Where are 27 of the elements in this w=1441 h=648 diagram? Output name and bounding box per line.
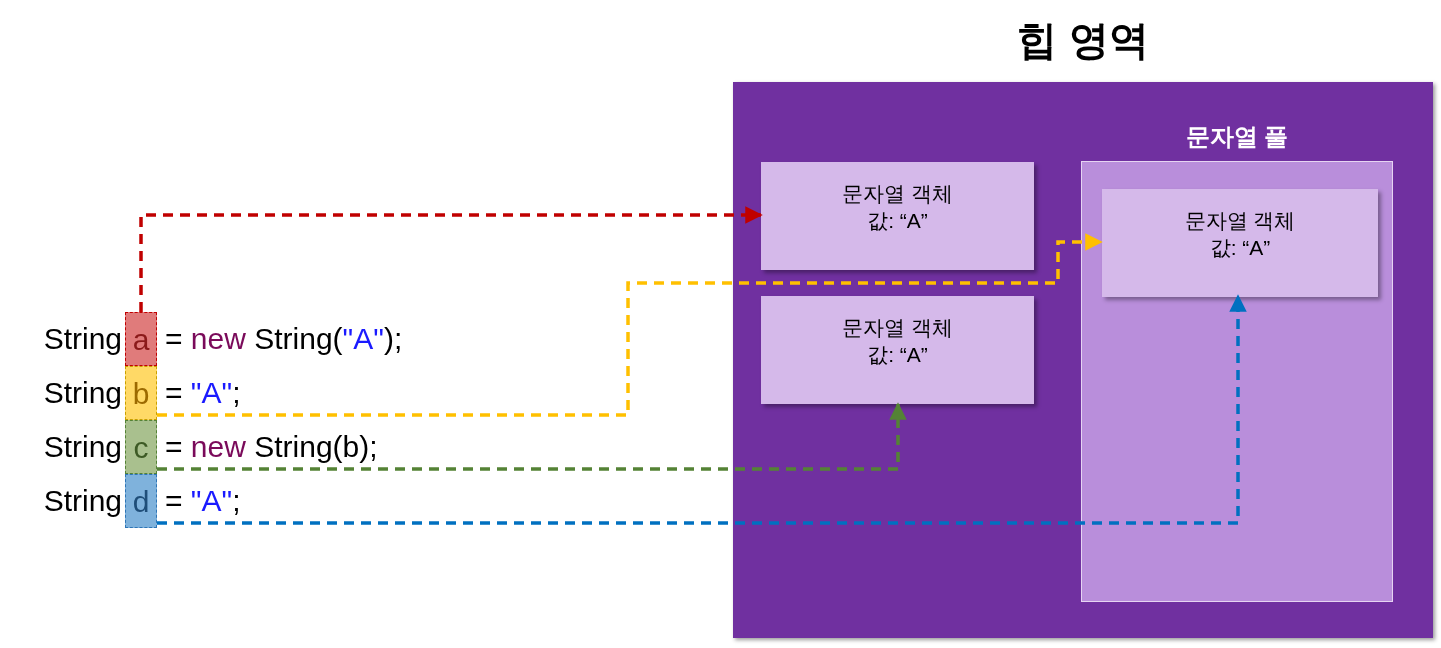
code-text: = "A"; (165, 483, 241, 519)
dashed-arrow (157, 402, 907, 471)
dashed-arrow (139, 206, 763, 312)
object-box (761, 296, 1034, 404)
object-value: 값: “A” (1209, 235, 1271, 261)
variable-highlight: b (125, 366, 157, 420)
dashed-arrow (157, 233, 1103, 417)
object-title: 문자열 객체 (842, 315, 953, 341)
variable-highlight: c (125, 420, 157, 474)
object-value: 값: “A” (867, 208, 928, 234)
code-type: String (42, 375, 122, 411)
code-type: String (42, 429, 122, 465)
object-box (1102, 189, 1378, 297)
area-heading: 문자열 풀 (1184, 122, 1290, 152)
object-value: 값: “A” (867, 342, 928, 368)
object-title: 문자열 객체 (842, 181, 953, 207)
code-type: String (42, 483, 122, 519)
code-text: = new String(b); (165, 429, 378, 465)
object-title: 문자열 객체 (1184, 208, 1296, 234)
variable-highlight: d (125, 474, 157, 528)
code-text: = new String("A"); (165, 321, 403, 357)
dashed-arrow (157, 294, 1247, 525)
area-heading: 힙 영역 (1016, 17, 1150, 64)
variable-highlight: a (125, 312, 157, 366)
object-box (761, 162, 1034, 270)
code-type: String (42, 321, 122, 357)
code-text: = "A"; (165, 375, 241, 411)
